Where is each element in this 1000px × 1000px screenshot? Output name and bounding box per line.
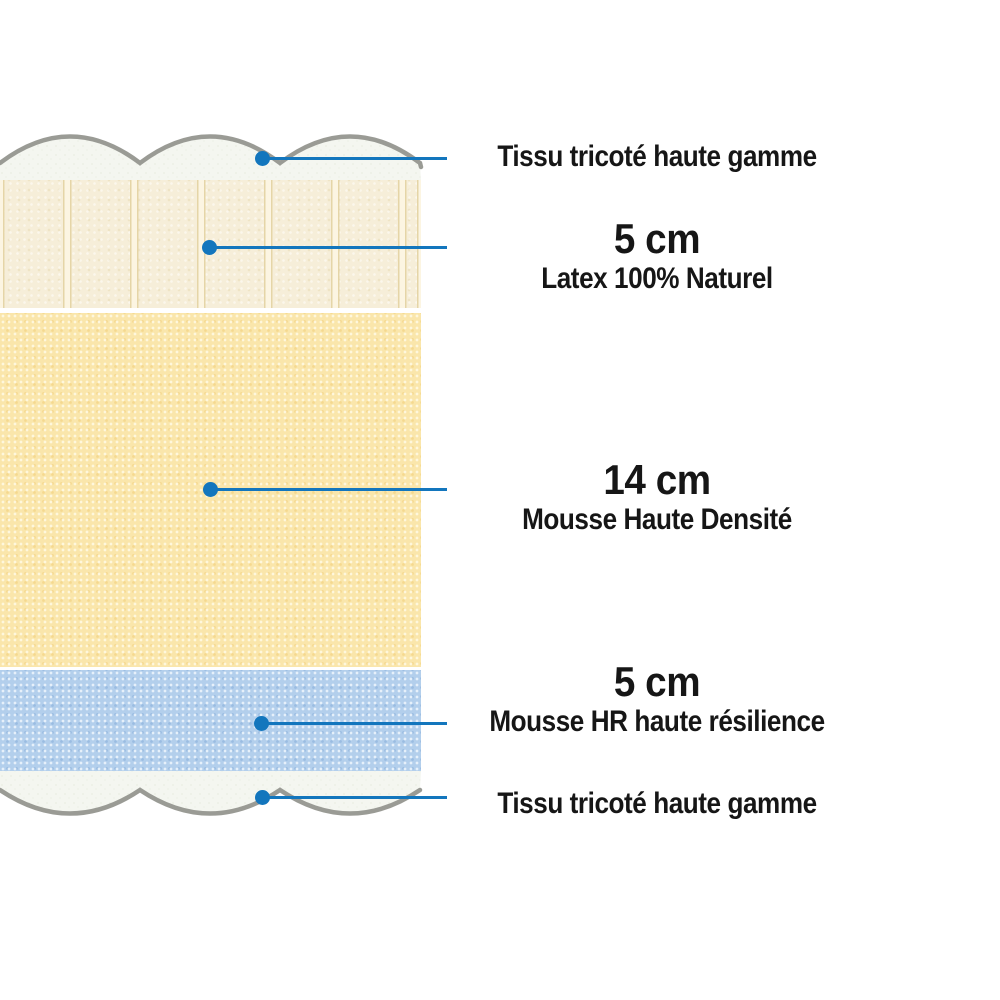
annotation-foam-hd-label: Mousse Haute Densité bbox=[522, 503, 792, 536]
annotation-foam-hd-size: 14 cm bbox=[603, 456, 711, 503]
leader-line-fabric-bottom bbox=[262, 796, 447, 799]
annotation-latex-label: Latex 100% Naturel bbox=[541, 262, 773, 295]
annotation-fabric-top-label: Tissu tricoté haute gamme bbox=[497, 140, 817, 173]
annotation-foam-hr-size: 5 cm bbox=[613, 658, 701, 705]
leader-line-fabric-top bbox=[262, 157, 447, 160]
annotation-fabric-bottom: Tissu tricoté haute gamme bbox=[460, 787, 854, 821]
leader-line-latex bbox=[209, 246, 447, 249]
leader-line-foam-hd bbox=[210, 488, 447, 491]
hr-foam-layer bbox=[0, 670, 421, 771]
annotation-latex: 5 cm Latex 100% Naturel bbox=[460, 216, 854, 296]
annotation-fabric-bottom-label: Tissu tricoté haute gamme bbox=[497, 787, 817, 820]
leader-line-foam-hr bbox=[261, 722, 447, 725]
annotation-fabric-top: Tissu tricoté haute gamme bbox=[460, 140, 854, 174]
annotation-foam-hd: 14 cm Mousse Haute Densité bbox=[460, 457, 854, 537]
annotation-foam-hr-label: Mousse HR haute résilience bbox=[489, 705, 825, 738]
annotation-latex-size: 5 cm bbox=[613, 215, 701, 262]
annotation-foam-hr: 5 cm Mousse HR haute résilience bbox=[460, 659, 854, 739]
fabric-bottom-layer bbox=[0, 771, 423, 816]
